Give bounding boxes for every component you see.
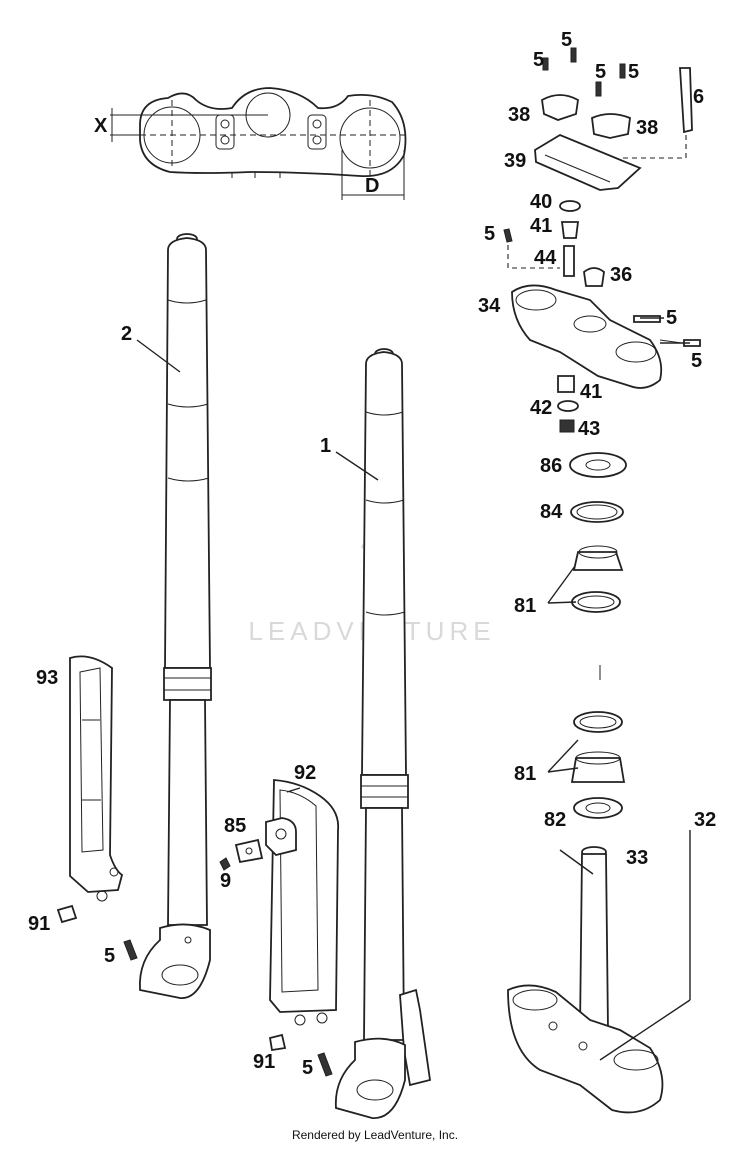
callout-82: 82 <box>544 809 566 831</box>
callout-93: 93 <box>36 667 58 689</box>
callout-34: 34 <box>478 295 501 317</box>
callout-5: 5 <box>533 49 544 71</box>
callout-38: 38 <box>636 117 658 139</box>
callout-labels: 5 5 5 5 6 38 38 39 40 41 5 44 36 34 5 5 … <box>28 29 716 1079</box>
callout-42: 42 <box>530 397 552 419</box>
callout-33: 33 <box>626 847 648 869</box>
handlebar-mount-assembly <box>534 47 693 191</box>
callout-32: 32 <box>694 809 716 831</box>
leader-lines <box>136 317 691 1061</box>
dimension-label-x: X <box>94 115 108 137</box>
footer-credit: Rendered by LeadVenture, Inc. <box>291 1128 459 1142</box>
callout-40: 40 <box>530 191 552 213</box>
upper-triple-clamp-top-view <box>110 87 410 200</box>
callout-5: 5 <box>104 945 115 967</box>
callout-91: 91 <box>28 913 50 935</box>
callout-81: 81 <box>514 595 536 617</box>
fork-leg-1 <box>334 348 432 1119</box>
bearing-stack <box>569 452 627 819</box>
callout-2: 2 <box>121 323 132 345</box>
callout-5: 5 <box>666 307 677 329</box>
callout-36: 36 <box>610 264 632 286</box>
callout-1: 1 <box>320 435 331 457</box>
callout-5: 5 <box>691 350 702 372</box>
fasteners-lower <box>56 857 333 1077</box>
callout-92: 92 <box>294 762 316 784</box>
fork-leg-2 <box>138 233 212 999</box>
callout-91: 91 <box>253 1051 275 1073</box>
callout-81: 81 <box>514 763 536 785</box>
callout-86: 86 <box>540 455 562 477</box>
callout-9: 9 <box>220 870 231 892</box>
callout-84: 84 <box>540 501 563 523</box>
dimension-label-d: D <box>365 175 379 197</box>
callout-5: 5 <box>561 29 572 51</box>
callout-5: 5 <box>484 223 495 245</box>
callout-39: 39 <box>504 150 526 172</box>
lower-triple-clamp-steering-stem <box>507 846 664 1114</box>
fork-guard-92 <box>234 779 340 1026</box>
callout-5: 5 <box>302 1057 313 1079</box>
callout-6: 6 <box>693 86 704 108</box>
callout-41: 41 <box>580 381 602 403</box>
callout-38: 38 <box>508 104 530 126</box>
callout-43: 43 <box>578 418 600 440</box>
callout-5: 5 <box>628 61 639 83</box>
fork-guard-93 <box>69 655 124 902</box>
callout-85: 85 <box>224 815 246 837</box>
callout-5: 5 <box>595 61 606 83</box>
callout-44: 44 <box>534 247 557 269</box>
callout-41: 41 <box>530 215 552 237</box>
upper-steering-parts <box>503 200 701 433</box>
